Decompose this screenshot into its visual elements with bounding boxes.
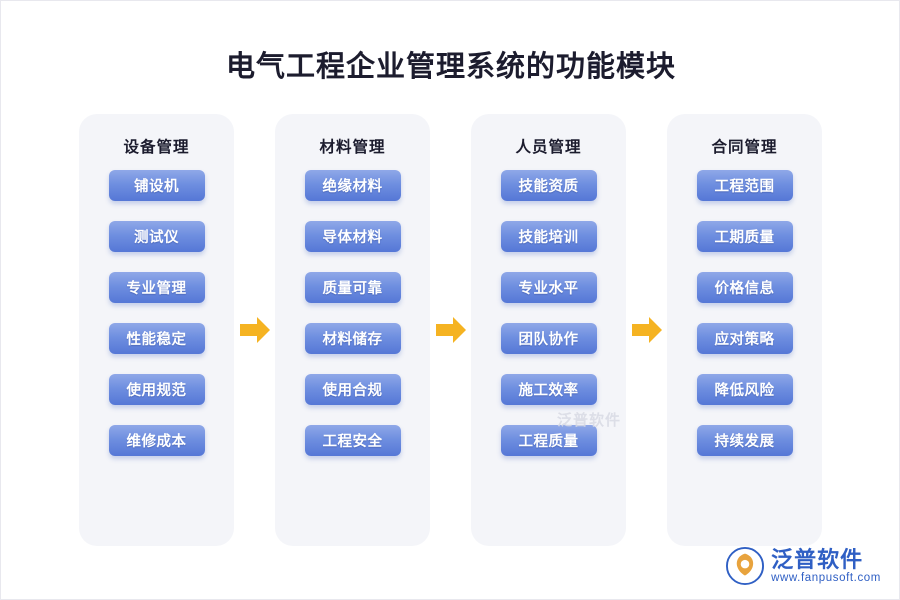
column-title: 设备管理 [123,139,190,156]
connector-gap [430,114,471,546]
module-chip[interactable]: 使用规范 [108,374,205,405]
column-title: 合同管理 [711,139,778,156]
functional-modules-diagram: 设备管理 铺设机 测试仪 专业管理 性能稳定 使用规范 维修成本 材料管理 绝缘… [79,114,823,546]
logo-url: www.fanpusoft.com [771,571,881,584]
module-chip[interactable]: 使用合规 [304,374,401,405]
module-chip[interactable]: 施工效率 [500,374,597,405]
connector-gap [626,114,667,546]
module-chip[interactable]: 导体材料 [304,221,401,252]
arrow-right-icon [239,317,270,343]
module-chip[interactable]: 工程安全 [304,425,401,456]
module-chip[interactable]: 技能培训 [500,221,597,252]
module-chip[interactable]: 工期质量 [696,221,793,252]
module-column-contract: 合同管理 工程范围 工期质量 价格信息 应对策略 降低风险 持续发展 [667,114,822,546]
module-column-material: 材料管理 绝缘材料 导体材料 质量可靠 材料储存 使用合规 工程安全 [275,114,430,546]
module-chip[interactable]: 价格信息 [696,272,793,303]
column-title: 材料管理 [319,139,386,156]
module-chip[interactable]: 应对策略 [696,323,793,354]
module-chip[interactable]: 技能资质 [500,170,597,201]
brand-logo: 泛普软件 www.fanpusoft.com [726,547,881,585]
module-chip[interactable]: 降低风险 [696,374,793,405]
module-column-equipment: 设备管理 铺设机 测试仪 专业管理 性能稳定 使用规范 维修成本 [79,114,234,546]
module-chip[interactable]: 性能稳定 [108,323,205,354]
module-chip[interactable]: 专业水平 [500,272,597,303]
column-title: 人员管理 [515,139,582,156]
module-chip[interactable]: 质量可靠 [304,272,401,303]
module-chip[interactable]: 测试仪 [108,221,205,252]
logo-flower-icon [726,547,765,585]
module-chip[interactable]: 绝缘材料 [304,170,401,201]
page-title: 电气工程企业管理系统的功能模块 [225,51,676,83]
module-chip[interactable]: 团队协作 [500,323,597,354]
module-chip[interactable]: 持续发展 [696,425,793,456]
module-column-personnel: 人员管理 技能资质 技能培训 专业水平 团队协作 施工效率 工程质量 [471,114,626,546]
module-chip[interactable]: 材料储存 [304,323,401,354]
module-chip[interactable]: 铺设机 [108,170,205,201]
arrow-right-icon [631,317,662,343]
connector-gap [234,114,275,546]
module-chip[interactable]: 工程质量 [500,425,597,456]
logo-name-cn: 泛普软件 [771,547,864,573]
arrow-right-icon [435,317,466,343]
module-chip[interactable]: 工程范围 [696,170,793,201]
module-chip[interactable]: 专业管理 [108,272,205,303]
module-chip[interactable]: 维修成本 [108,425,205,456]
